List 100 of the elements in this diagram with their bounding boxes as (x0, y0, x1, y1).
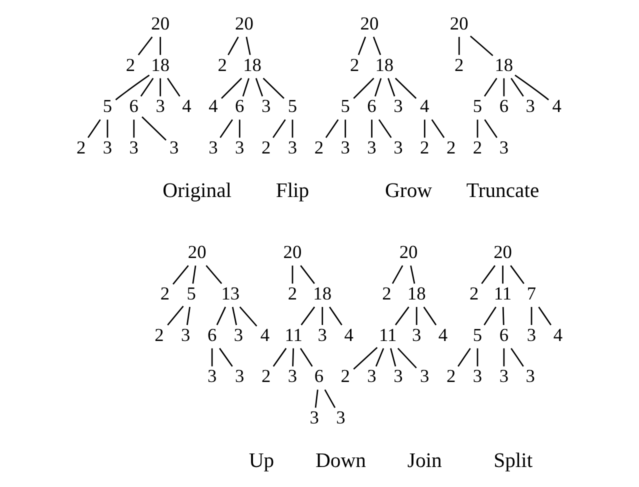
connector (324, 388, 336, 408)
connector (416, 306, 418, 324)
node-text: 6 (499, 324, 509, 344)
node-text: 20 (360, 12, 379, 33)
connector (206, 264, 222, 284)
connector (458, 347, 471, 366)
node-text: 3 (208, 137, 218, 158)
connector (220, 118, 233, 138)
label: Flip (276, 179, 310, 202)
connector (514, 74, 549, 100)
connector (394, 77, 417, 98)
connector (322, 306, 324, 324)
node-text: 3 (367, 137, 376, 158)
node-text: 18 (494, 54, 514, 74)
connector (484, 118, 498, 138)
node-text: 6 (314, 366, 324, 386)
connector (372, 36, 382, 55)
node-text: 2 (126, 54, 136, 74)
connector (423, 306, 437, 325)
node-text: 2 (446, 137, 456, 158)
node-text: 4 (182, 96, 192, 116)
node-text: 20 (151, 12, 170, 33)
node-text: 3 (472, 366, 482, 386)
connector (375, 348, 384, 366)
connector (431, 118, 445, 138)
node-text: 2 (261, 137, 271, 158)
connector (510, 264, 524, 284)
node-text: 2 (160, 283, 170, 304)
node-text: 20 (494, 242, 512, 262)
node-text: 18 (243, 54, 262, 74)
connector (538, 306, 552, 325)
node-text: 2 (314, 137, 324, 158)
node-text: 3 (499, 366, 509, 386)
label: Up (248, 449, 274, 472)
connector (106, 119, 108, 138)
node-text: 18 (313, 283, 332, 304)
connector (167, 305, 184, 326)
connector (481, 264, 496, 284)
node-text: 11 (284, 324, 302, 344)
node-text: 5 (340, 96, 350, 116)
node-text: 13 (221, 283, 240, 304)
node-text: 7 (526, 283, 536, 304)
connector (503, 348, 505, 366)
connector (325, 118, 339, 138)
label: Grow (385, 179, 432, 202)
node-text: 4 (553, 324, 563, 344)
node-text: 2 (340, 366, 350, 386)
node-text: 20 (399, 242, 418, 262)
node-text: 5 (472, 324, 482, 344)
node-text: 18 (375, 54, 394, 74)
node-text: 20 (188, 242, 206, 262)
node-text: 3 (129, 137, 139, 158)
connector (476, 119, 478, 138)
node-text: 6 (207, 324, 217, 344)
connector (314, 389, 318, 408)
connector (140, 77, 154, 96)
node-text: 3 (288, 137, 298, 158)
node-text: 18 (407, 283, 426, 304)
node-text: 3 (336, 407, 346, 428)
connector (238, 119, 240, 138)
node-text: 3 (394, 96, 403, 116)
connector (503, 78, 505, 96)
node-text: 4 (208, 96, 218, 116)
node-text: 4 (552, 96, 562, 116)
connector (232, 306, 238, 325)
connector (115, 74, 150, 100)
node-text: 3 (367, 366, 376, 386)
connector (392, 264, 404, 284)
node-text: 20 (235, 12, 254, 33)
node-text: 6 (367, 96, 376, 116)
connector (239, 306, 258, 326)
node-text: 3 (394, 137, 403, 158)
connector (397, 347, 417, 368)
node-text: 3 (420, 366, 430, 386)
connector (272, 118, 286, 138)
connector (353, 77, 374, 98)
connector (344, 119, 346, 138)
node-text: 3 (526, 324, 536, 344)
node-text: 2 (76, 137, 86, 158)
connector (160, 78, 162, 96)
node-text: 3 (156, 96, 165, 116)
connector (88, 118, 101, 138)
label: Down (315, 449, 366, 472)
node-text: 5 (102, 96, 112, 116)
node-text: 3 (102, 137, 112, 158)
connector (166, 77, 180, 96)
node-text: 2 (218, 54, 227, 74)
node-text: 3 (340, 137, 350, 158)
node-text: 2 (420, 137, 430, 158)
connector (133, 119, 135, 138)
connector (255, 78, 264, 96)
connector (502, 265, 504, 284)
connector (502, 306, 504, 324)
node-text: 2 (382, 283, 392, 304)
connector (510, 77, 524, 96)
connector (172, 264, 189, 284)
node-text: 2 (446, 366, 456, 386)
node-text: 6 (235, 96, 244, 116)
node-text: 3 (207, 366, 217, 386)
connector (292, 348, 294, 366)
